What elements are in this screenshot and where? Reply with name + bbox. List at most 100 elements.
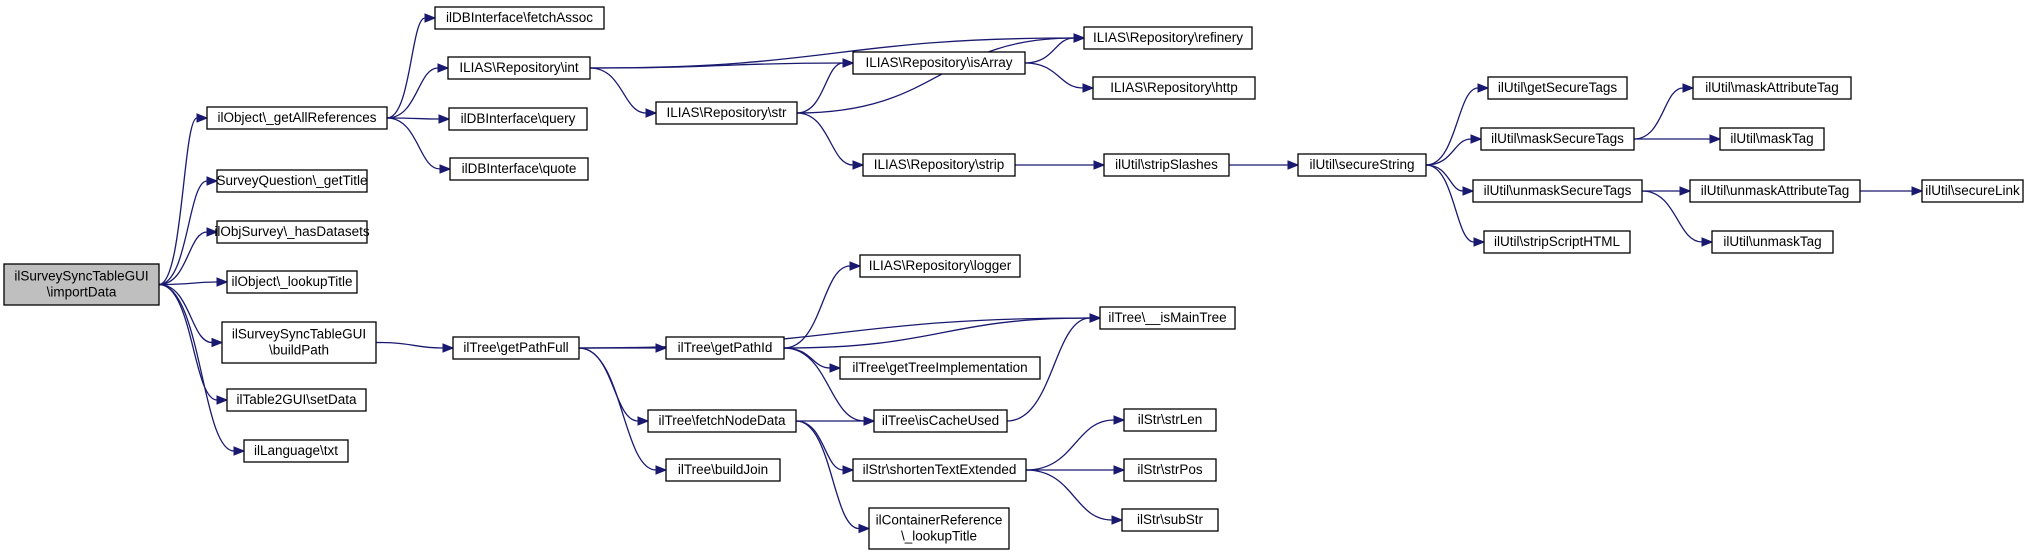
- node-box-fetchAssoc[interactable]: [434, 6, 605, 30]
- arrowhead-strip-to-stripSlashes: [1093, 160, 1106, 170]
- node-getSecureTags[interactable]: ilUtil\getSecureTags: [1487, 76, 1628, 100]
- edge-unmaskSecureTags-to-unmaskTag: [1641, 190, 1703, 243]
- node-maskSecureTags[interactable]: ilUtil\maskSecureTags: [1480, 127, 1635, 151]
- node-strLen[interactable]: ilStr\strLen: [1123, 408, 1217, 432]
- node-box-secureString[interactable]: [1297, 153, 1427, 177]
- node-box-getPathId[interactable]: [665, 336, 785, 360]
- node-getTitle[interactable]: SurveyQuestion\_getTitle: [216, 169, 368, 193]
- node-box-hasDatasets[interactable]: [216, 220, 368, 244]
- edge-isArray-to-http: [1024, 62, 1084, 89]
- edge-getPathFull-to-buildJoin: [578, 347, 657, 471]
- node-unmaskSecureTags[interactable]: ilUtil\unmaskSecureTags: [1472, 179, 1643, 203]
- node-box-repoInt[interactable]: [447, 56, 591, 80]
- node-root[interactable]: ilSurveySyncTableGUI\importData: [3, 263, 160, 306]
- node-label-getTreeImpl: ilTree\getTreeImplementation: [852, 360, 1027, 375]
- node-dbQuote[interactable]: ilDBInterface\quote: [449, 157, 589, 181]
- node-box-stripSlashes[interactable]: [1103, 153, 1230, 177]
- node-isArray[interactable]: ILIAS\Repository\isArray: [852, 51, 1026, 75]
- node-refinery[interactable]: ILIAS\Repository\refinery: [1083, 26, 1253, 50]
- node-box-maskAttributeTag[interactable]: [1692, 76, 1852, 100]
- node-strip[interactable]: ILIAS\Repository\strip: [862, 153, 1016, 177]
- node-unmaskTag[interactable]: ilUtil\unmaskTag: [1711, 230, 1834, 254]
- node-box-unmaskSecureTags[interactable]: [1472, 179, 1643, 203]
- node-isCacheUsed[interactable]: ilTree\isCacheUsed: [873, 409, 1008, 433]
- node-label-buildPath: \buildPath: [269, 343, 329, 358]
- node-box-refinery[interactable]: [1083, 26, 1253, 50]
- node-hasDatasets[interactable]: ilObjSurvey\_hasDatasets: [214, 220, 370, 244]
- node-containerLookup[interactable]: ilContainerReference\_lookupTitle: [868, 507, 1010, 550]
- node-dbQuery[interactable]: ilDBInterface\query: [448, 107, 588, 131]
- node-box-strip[interactable]: [862, 153, 1016, 177]
- node-box-subStr[interactable]: [1121, 508, 1219, 532]
- node-fetchNodeData[interactable]: ilTree\fetchNodeData: [647, 409, 797, 433]
- node-getTreeImpl[interactable]: ilTree\getTreeImplementation: [839, 356, 1041, 380]
- node-box-getTreeImpl[interactable]: [839, 356, 1041, 380]
- node-getPathId[interactable]: ilTree\getPathId: [665, 336, 785, 360]
- node-box-getTitle[interactable]: [216, 169, 368, 193]
- node-maskAttributeTag[interactable]: ilUtil\maskAttributeTag: [1692, 76, 1852, 100]
- node-box-isArray[interactable]: [852, 51, 1026, 75]
- node-box-buildPath[interactable]: [221, 321, 377, 364]
- node-box-isMainTree[interactable]: [1099, 306, 1236, 330]
- node-unmaskAttributeTag[interactable]: ilUtil\unmaskAttributeTag: [1689, 179, 1861, 203]
- node-isMainTree[interactable]: ilTree\__isMainTree: [1099, 306, 1236, 330]
- node-box-stripScriptHTML[interactable]: [1483, 230, 1631, 254]
- node-shortenText[interactable]: ilStr\shortenTextExtended: [852, 458, 1027, 482]
- node-secureLink[interactable]: ilUtil\secureLink: [1921, 179, 2024, 203]
- node-setData[interactable]: ilTable2GUI\setData: [226, 388, 367, 412]
- node-box-buildJoin[interactable]: [665, 458, 781, 482]
- node-secureString[interactable]: ilUtil\secureString: [1297, 153, 1427, 177]
- node-box-maskSecureTags[interactable]: [1480, 127, 1635, 151]
- node-label-strip: ILIAS\Repository\strip: [874, 157, 1005, 172]
- arrowhead-getAllReferences-to-repoInt: [437, 63, 450, 73]
- node-txt[interactable]: ilLanguage\txt: [243, 439, 349, 463]
- node-fetchAssoc[interactable]: ilDBInterface\fetchAssoc: [434, 6, 605, 30]
- node-repoStr[interactable]: ILIAS\Repository\str: [655, 101, 798, 125]
- node-box-getAllReferences[interactable]: [206, 106, 388, 130]
- node-http[interactable]: ILIAS\Repository\http: [1092, 76, 1256, 100]
- node-box-strPos[interactable]: [1123, 458, 1217, 482]
- arrowhead-getPathFull-to-getPathId: [655, 343, 668, 353]
- node-repoInt[interactable]: ILIAS\Repository\int: [447, 56, 591, 80]
- node-box-isCacheUsed[interactable]: [873, 409, 1008, 433]
- node-box-getPathFull[interactable]: [452, 336, 580, 360]
- node-box-strLen[interactable]: [1123, 408, 1217, 432]
- node-box-dbQuery[interactable]: [448, 107, 588, 131]
- node-box-containerLookup[interactable]: [868, 507, 1010, 550]
- arrowhead-fetchNodeData-to-shortenText: [842, 465, 855, 475]
- node-stripSlashes[interactable]: ilUtil\stripSlashes: [1103, 153, 1230, 177]
- edge-secureString-to-stripScriptHTML: [1425, 164, 1475, 243]
- node-getPathFull[interactable]: ilTree\getPathFull: [452, 336, 580, 360]
- arrowhead-getAllReferences-to-dbQuote: [439, 164, 452, 174]
- node-strPos[interactable]: ilStr\strPos: [1123, 458, 1217, 482]
- node-buildJoin[interactable]: ilTree\buildJoin: [665, 458, 781, 482]
- node-label-repoInt: ILIAS\Repository\int: [459, 60, 579, 75]
- edge-getPathId-to-isMainTree: [783, 317, 1091, 349]
- node-box-lookupTitle[interactable]: [226, 270, 358, 294]
- node-stripScriptHTML[interactable]: ilUtil\stripScriptHTML: [1483, 230, 1631, 254]
- node-box-unmaskTag[interactable]: [1711, 230, 1834, 254]
- node-box-http[interactable]: [1092, 76, 1256, 100]
- node-maskTag[interactable]: ilUtil\maskTag: [1719, 127, 1825, 151]
- node-label-secureString: ilUtil\secureString: [1309, 157, 1414, 172]
- node-subStr[interactable]: ilStr\subStr: [1121, 508, 1219, 532]
- arrowhead-isArray-to-http: [1082, 83, 1095, 93]
- node-box-logger[interactable]: [859, 254, 1021, 278]
- node-box-repoStr[interactable]: [655, 101, 798, 125]
- node-getAllReferences[interactable]: ilObject\_getAllReferences: [206, 106, 388, 130]
- node-box-getSecureTags[interactable]: [1487, 76, 1628, 100]
- node-lookupTitle[interactable]: ilObject\_lookupTitle: [226, 270, 358, 294]
- node-box-maskTag[interactable]: [1719, 127, 1825, 151]
- node-buildPath[interactable]: ilSurveySyncTableGUI\buildPath: [221, 321, 377, 364]
- node-box-txt[interactable]: [243, 439, 349, 463]
- node-box-secureLink[interactable]: [1921, 179, 2024, 203]
- node-box-fetchNodeData[interactable]: [647, 409, 797, 433]
- node-box-setData[interactable]: [226, 388, 367, 412]
- node-box-unmaskAttributeTag[interactable]: [1689, 179, 1861, 203]
- node-box-shortenText[interactable]: [852, 458, 1027, 482]
- node-box-dbQuote[interactable]: [449, 157, 589, 181]
- node-logger[interactable]: ILIAS\Repository\logger: [859, 254, 1021, 278]
- node-layer: ilSurveySyncTableGUI\importData ilObject\…: [3, 6, 2024, 550]
- node-box-root[interactable]: [3, 263, 160, 306]
- node-label-containerLookup: ilContainerReference: [876, 513, 1003, 528]
